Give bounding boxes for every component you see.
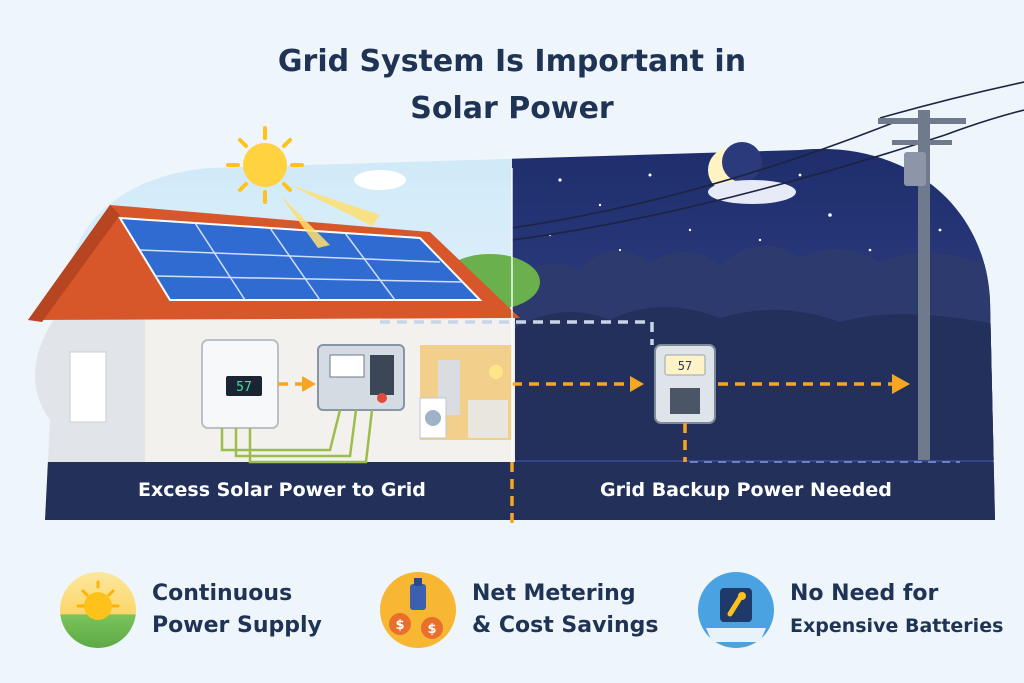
inverter-display: 57 [236,380,252,395]
utility-pole [878,110,966,460]
room-lamp [489,365,503,379]
banner [35,462,995,521]
feature-no-batteries: No Need for Expensive Batteries [696,570,1003,650]
smart-meter: 57 [654,344,716,424]
feature-3-line-2: Expensive Batteries [790,615,1004,637]
sun-field-icon [60,572,136,648]
stars [548,173,942,252]
roof-edge [28,205,120,322]
svg-text:$: $ [427,622,436,637]
feature-net-metering: $ $ Net Metering & Cost Savings [378,570,658,650]
sun-rays [280,185,380,248]
excess-solar-label: Excess Solar Power to Grid [138,479,426,501]
feature-continuous-power: Continuous Power Supply [58,570,322,650]
solar-panels [118,216,483,301]
page-title-line-2: Solar Power [410,91,614,126]
meter-display: 57 [678,359,692,373]
transformer [904,152,926,186]
feature-1-line-2: Power Supply [152,613,322,638]
house-window [69,351,107,423]
inverter: 57 [201,339,279,429]
flow-lines [278,320,892,530]
battery-crossed-icon [698,572,774,648]
flow-arrowheads [302,374,910,394]
feature-2-line-1: Net Metering [472,581,636,606]
washer-door [425,410,441,426]
power-lines [511,81,1024,241]
sun-icon [226,126,304,204]
svg-text:$: $ [395,618,404,633]
feature-2-line-2: & Cost Savings [472,613,659,638]
page-title-line-1: Grid System Is Important in [277,44,747,79]
page-title: Grid System Is Important in Solar Power [0,38,1024,132]
breaker-panel [317,344,405,411]
dryer [468,400,508,438]
grid-backup-label: Grid Backup Power Needed [600,479,892,501]
feature-1-line-1: Continuous [152,581,293,606]
meter-coins-icon: $ $ [380,572,456,648]
day-cloud [354,170,406,190]
wiring [220,409,374,464]
feature-3-line-1: No Need for [790,581,939,606]
